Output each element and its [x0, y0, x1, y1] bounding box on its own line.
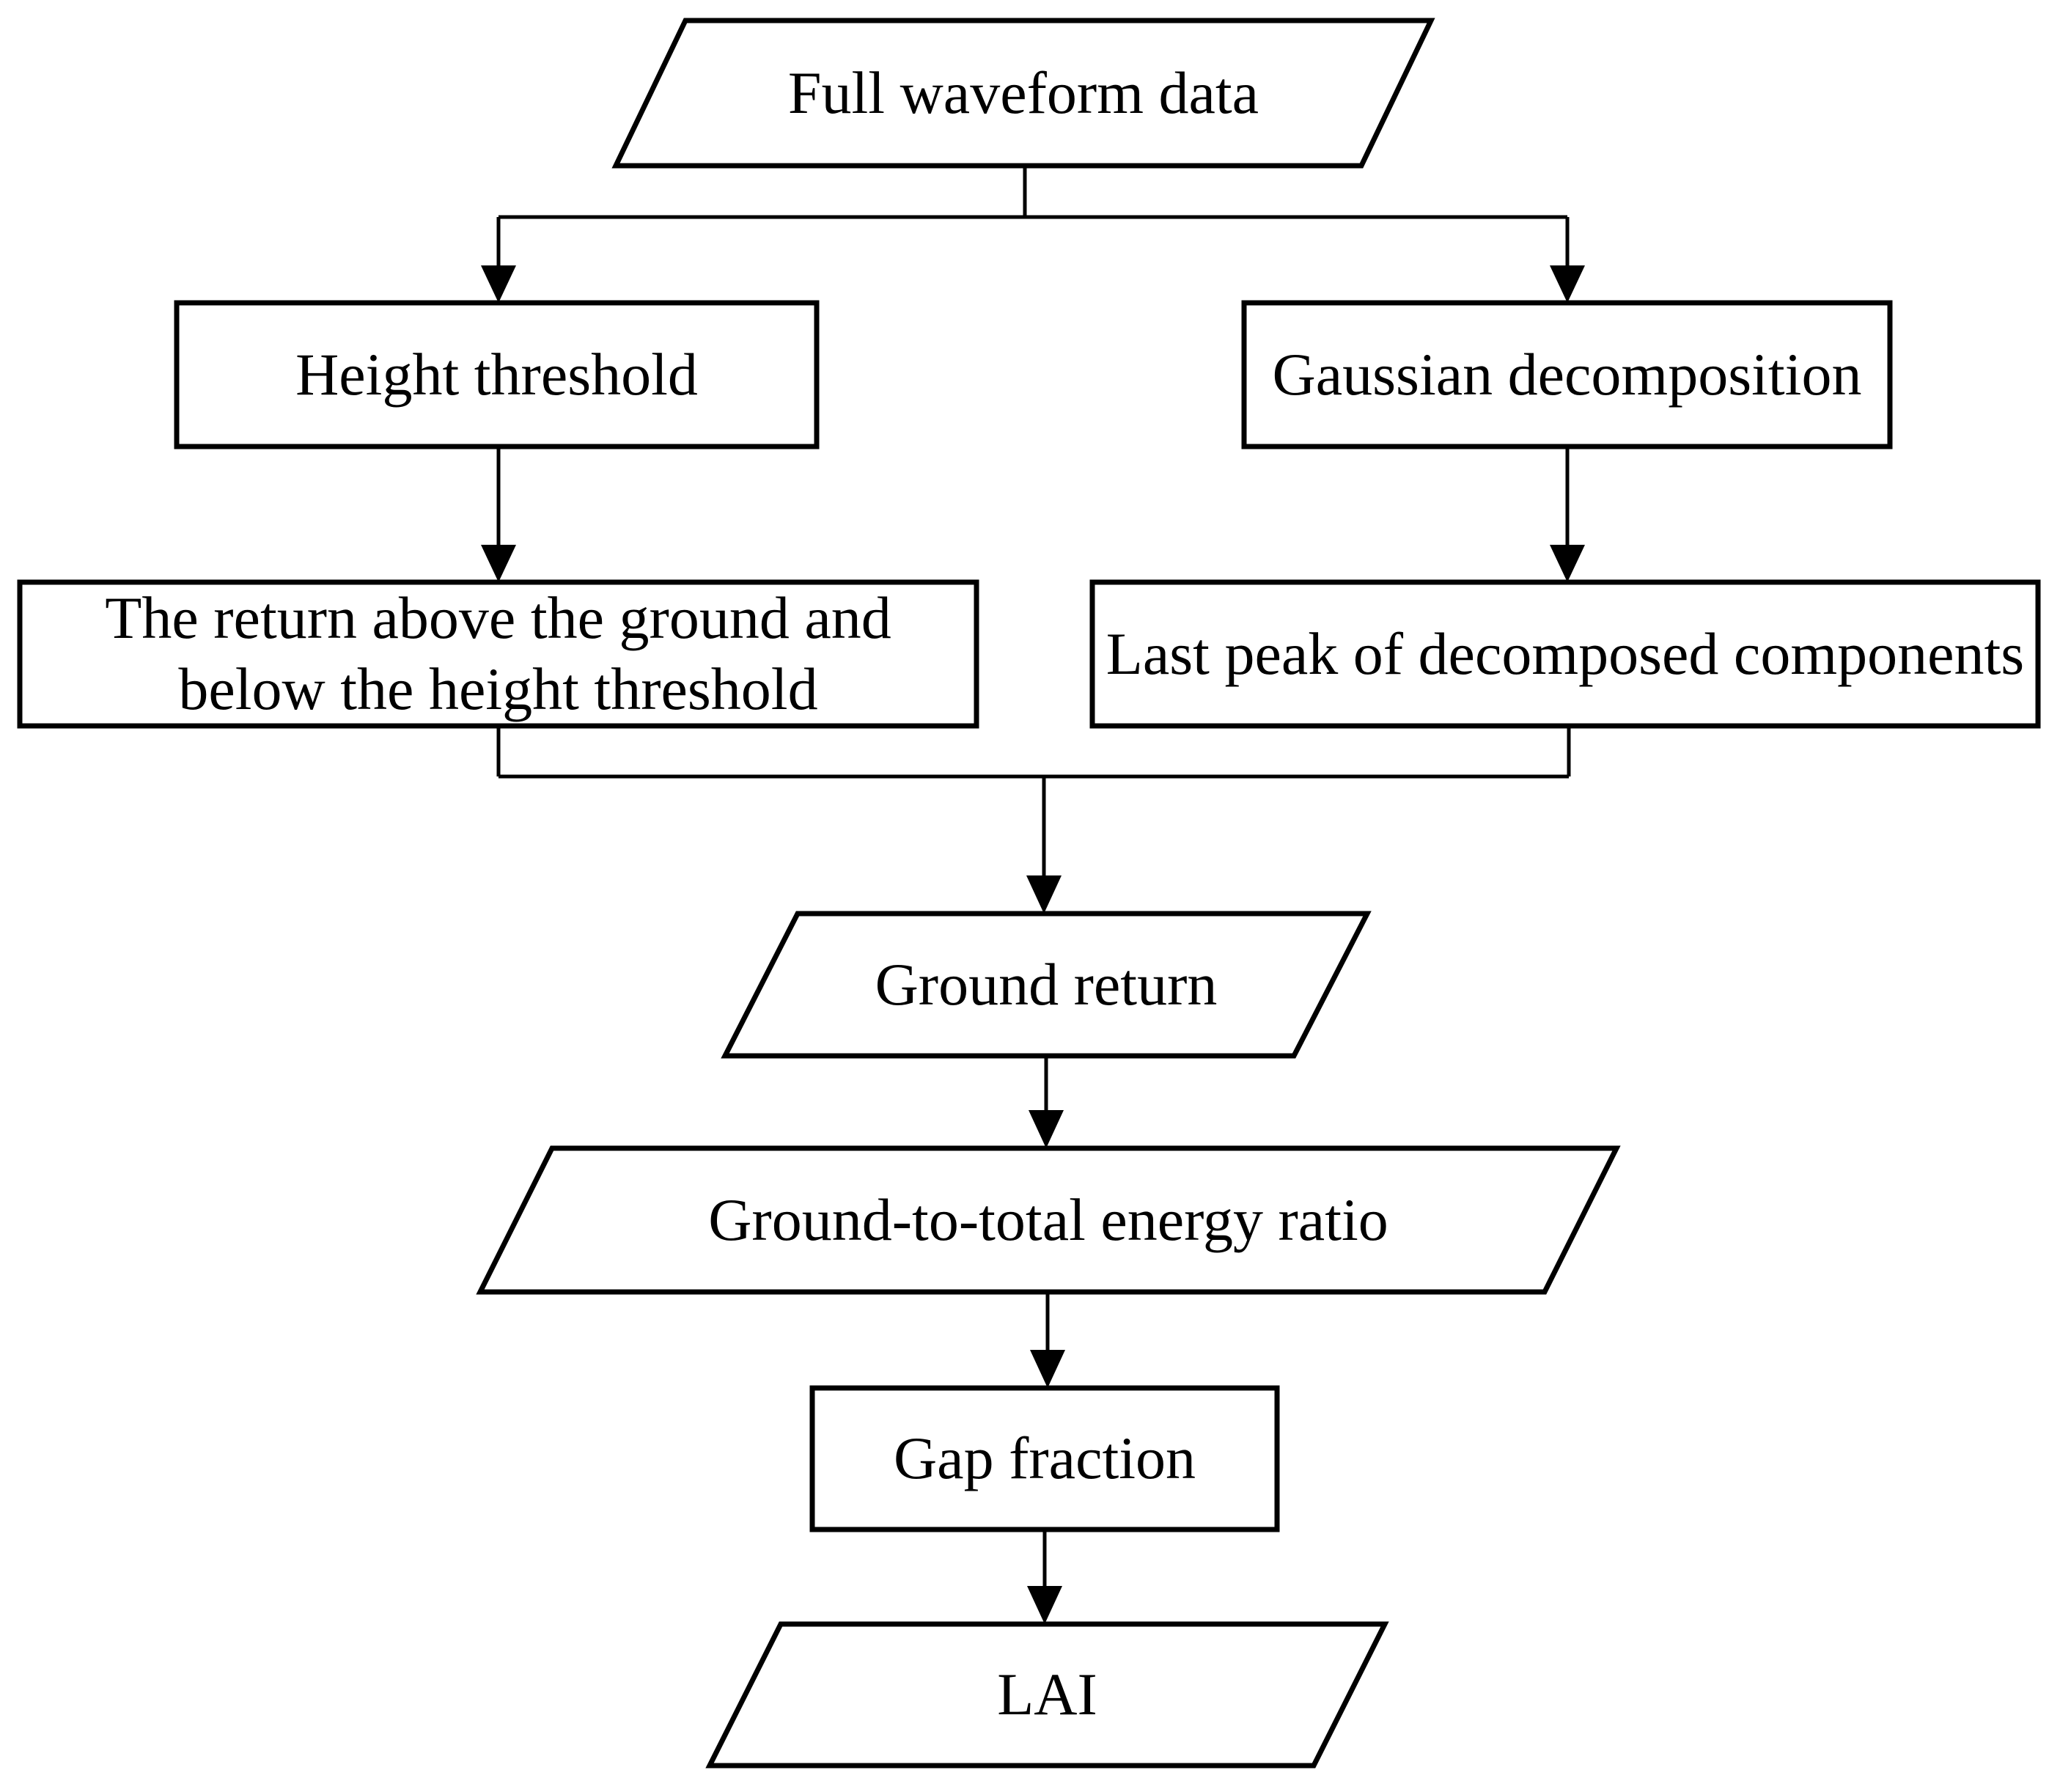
edge-ground-return-to-ratio: [1029, 1056, 1064, 1148]
arrowhead-icon: [1030, 1350, 1065, 1388]
node-shape-ground-to-total-energy-ratio: [476, 1145, 1621, 1295]
edge-gaussian-to-last-peak: [1550, 447, 1585, 582]
arrowhead-icon: [1026, 875, 1062, 914]
node-shape-ground-return: [721, 911, 1372, 1059]
node-shape-height-threshold: [174, 300, 820, 449]
node-shape-full-waveform-data: [611, 18, 1435, 169]
arrowhead-icon: [481, 265, 516, 303]
edge-height-threshold-to-return: [481, 447, 516, 582]
arrowhead-icon: [1550, 545, 1585, 582]
merge-lines: [496, 726, 1571, 877]
split-trunk-line: [499, 166, 1567, 219]
arrowhead-icon: [1027, 1586, 1062, 1624]
edge-gap-fraction-to-lai: [1027, 1530, 1062, 1624]
arrowhead-icon: [1029, 1110, 1064, 1148]
edge-split-to-gaussian-decomposition: [1550, 217, 1585, 303]
edge-merge-to-ground-return: [496, 726, 1571, 914]
arrowhead-icon: [481, 545, 516, 582]
edge-full-waveform-split: [499, 166, 1567, 219]
edge-ratio-to-gap-fraction: [1030, 1292, 1065, 1388]
node-shape-lai: [705, 1621, 1389, 1769]
arrowhead-icon: [1550, 265, 1585, 303]
edge-split-to-height-threshold: [481, 217, 516, 303]
node-shape-gaussian-decomposition: [1241, 300, 1893, 449]
node-shape-last-peak-decomposed: [1089, 579, 2041, 729]
node-shape-gap-fraction: [809, 1385, 1280, 1532]
node-shape-return-above-ground: [17, 579, 979, 729]
